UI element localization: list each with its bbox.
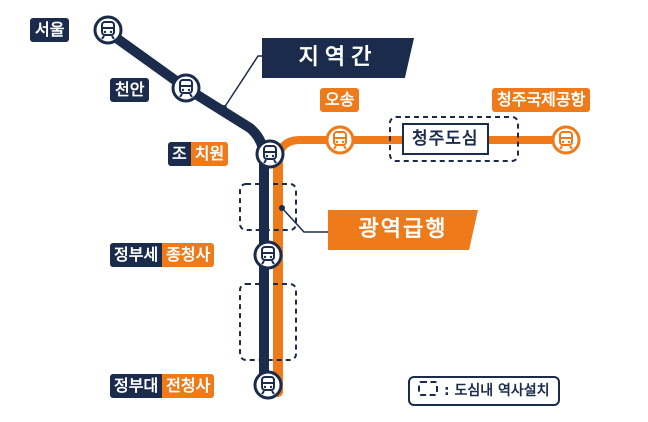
train-icon	[93, 15, 123, 45]
train-icon	[255, 139, 285, 169]
station-label-jochiwon: 조 치원	[168, 142, 229, 166]
station-label-cheongju-airport: 청주국제공항	[492, 88, 591, 112]
station-label-seoul: 서울	[30, 18, 70, 42]
regional-leader-line	[223, 55, 268, 109]
legend-text: : 도심내 역사설치	[444, 383, 550, 399]
express-leader-line	[281, 207, 330, 233]
station-label-cheonan: 천안	[110, 78, 150, 102]
express-callout: 광역급행	[328, 210, 478, 250]
train-icon	[253, 240, 283, 270]
station-label-daejeon-regional: 정부대	[110, 374, 163, 398]
station-label-daejeon-express: 전청사	[162, 374, 215, 398]
station-label-sejong-regional: 정부세	[110, 243, 163, 267]
station-label-jochiwon-express: 치원	[190, 142, 229, 166]
train-icon	[253, 370, 283, 400]
station-label-sejong-express: 종청사	[162, 243, 215, 267]
regional-callout: 지역간	[262, 38, 414, 78]
train-icon	[551, 125, 581, 155]
downtown-box-upper	[239, 183, 297, 231]
downtown-box-cheongju	[389, 116, 519, 162]
train-icon	[171, 73, 201, 103]
station-label-osong: 오송	[320, 88, 360, 112]
legend: : 도심내 역사설치	[408, 376, 560, 406]
station-label-sejong: 정부세 종청사	[110, 243, 215, 267]
downtown-box-lower	[239, 283, 297, 361]
dashed-box-icon	[418, 381, 438, 396]
cheongju-downtown-label: 청주도심	[402, 123, 489, 155]
station-label-jochiwon-regional: 조	[168, 142, 191, 166]
station-label-daejeon: 정부대 전청사	[110, 374, 215, 398]
train-icon	[325, 125, 355, 155]
